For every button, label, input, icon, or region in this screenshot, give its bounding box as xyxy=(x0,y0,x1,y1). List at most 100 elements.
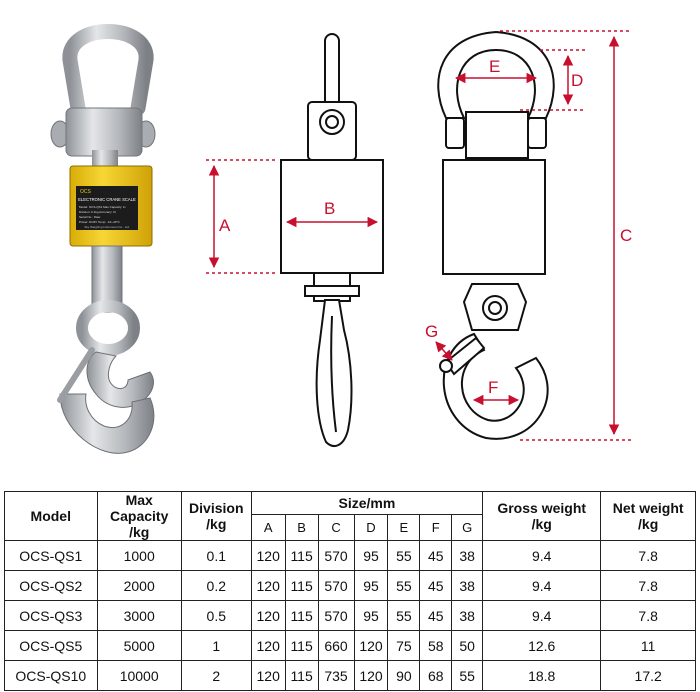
cell-gross-weight: 9.4 xyxy=(482,570,602,601)
cell-net-weight: 11 xyxy=(600,630,696,661)
cell-model: OCS-QS5 xyxy=(4,630,98,661)
cell-gross-weight: 9.4 xyxy=(482,540,602,571)
photo-hook xyxy=(86,351,154,408)
photo-label-brand: OCS xyxy=(80,189,92,195)
cell-size-e: 55 xyxy=(387,600,421,631)
cell-size-b: 115 xyxy=(284,660,319,691)
cell-size-c: 570 xyxy=(317,570,355,601)
header-gross-weight: Gross weight /kg xyxy=(482,491,602,541)
cell-gross-weight: 18.8 xyxy=(482,660,602,691)
cell-net-weight: 7.8 xyxy=(600,540,696,571)
table-row: OCS-QS3 3000 0.5 120 115 570 95 55 45 38… xyxy=(4,600,696,631)
cell-size-d: 95 xyxy=(353,570,389,601)
cell-division: 0.5 xyxy=(180,600,252,631)
dim-a-label: A xyxy=(219,216,231,235)
cell-size-g: 38 xyxy=(451,570,484,601)
cell-size-b: 115 xyxy=(284,600,319,631)
dim-g-label: G xyxy=(425,322,438,341)
side-shackle-bar xyxy=(324,33,340,113)
front-body xyxy=(442,159,546,275)
photo-label-title: ELECTRONIC CRANE SCALE xyxy=(78,197,136,202)
header-size-d: D xyxy=(353,514,389,541)
header-size-c: C xyxy=(317,514,355,541)
header-model: Model xyxy=(4,491,98,541)
side-hook xyxy=(315,299,353,447)
cell-size-f: 45 xyxy=(419,570,453,601)
front-swivel xyxy=(465,111,529,159)
cell-size-e: 90 xyxy=(387,660,421,691)
cell-size-d: 95 xyxy=(353,540,389,571)
photo-neck xyxy=(92,150,118,168)
dim-d-label: D xyxy=(571,71,583,90)
cell-model: OCS-QS2 xyxy=(4,570,98,601)
header-max-capacity: Max Capacity /kg xyxy=(96,491,182,541)
table-row: OCS-QS10 10000 2 120 115 735 120 90 68 5… xyxy=(4,660,696,691)
dim-e-label: E xyxy=(489,57,500,76)
front-shackle-pin-right xyxy=(527,117,547,149)
cell-size-f: 45 xyxy=(419,540,453,571)
cell-size-a: 120 xyxy=(250,630,286,661)
cell-net-weight: 17.2 xyxy=(600,660,696,691)
cell-size-g: 38 xyxy=(451,600,484,631)
header-size-a: A xyxy=(250,514,286,541)
crane-scale-figure: OCS ELECTRONIC CRANE SCALE Model: OCS-QS… xyxy=(50,24,632,454)
cell-net-weight: 7.8 xyxy=(600,600,696,631)
cell-size-c: 570 xyxy=(317,600,355,631)
cell-capacity: 2000 xyxy=(96,570,182,601)
cell-size-d: 120 xyxy=(353,660,389,691)
cell-size-g: 38 xyxy=(451,540,484,571)
photo-shackle xyxy=(62,24,154,116)
cell-size-a: 120 xyxy=(250,600,286,631)
cell-division: 0.1 xyxy=(180,540,252,571)
photo-hook-tip xyxy=(59,393,155,454)
header-division: Division /kg xyxy=(180,491,252,541)
table-row: OCS-QS1 1000 0.1 120 115 570 95 55 45 38… xyxy=(4,540,696,571)
cell-gross-weight: 9.4 xyxy=(482,600,602,631)
cell-size-e: 55 xyxy=(387,570,421,601)
spec-table: Model Max Capacity /kg Division /kg Size… xyxy=(4,491,696,691)
cell-capacity: 1000 xyxy=(96,540,182,571)
cell-division: 0.2 xyxy=(180,570,252,601)
cell-model: OCS-QS3 xyxy=(4,600,98,631)
cell-size-b: 115 xyxy=(284,630,319,661)
photo-hook-eye xyxy=(76,300,140,356)
side-swivel-pin-inner xyxy=(325,115,339,129)
cell-size-g: 50 xyxy=(451,630,484,661)
cell-division: 1 xyxy=(180,630,252,661)
cell-gross-weight: 12.6 xyxy=(482,630,602,661)
cell-capacity: 5000 xyxy=(96,630,182,661)
cell-size-a: 120 xyxy=(250,540,286,571)
dimension-labels: A B C D E F G xyxy=(219,57,632,397)
dim-g-line xyxy=(435,341,453,361)
cell-size-f: 45 xyxy=(419,600,453,631)
header-net-weight: Net weight /kg xyxy=(600,491,696,541)
cell-size-f: 58 xyxy=(419,630,453,661)
side-body xyxy=(280,159,384,274)
cell-size-c: 660 xyxy=(317,630,355,661)
cell-size-d: 95 xyxy=(353,600,389,631)
dimension-lines xyxy=(206,30,632,441)
front-view-drawing xyxy=(437,30,555,440)
front-shackle-pin-left xyxy=(445,117,465,149)
photo-label-line-2: Division: 0.1kg Accuracy: III xyxy=(79,210,116,214)
table-row: OCS-QS2 2000 0.2 120 115 570 95 55 45 38… xyxy=(4,570,696,601)
cell-net-weight: 7.8 xyxy=(600,570,696,601)
cell-size-a: 120 xyxy=(250,660,286,691)
photo-label-plate xyxy=(76,186,138,230)
dim-c-label: C xyxy=(620,226,632,245)
cell-size-e: 55 xyxy=(387,540,421,571)
dim-f-label: F xyxy=(488,378,498,397)
cell-capacity: 3000 xyxy=(96,600,182,631)
cell-size-g: 55 xyxy=(451,660,484,691)
side-view-drawing xyxy=(280,33,384,447)
dim-b-label: B xyxy=(324,199,335,218)
cell-division: 2 xyxy=(180,660,252,691)
photo-label-line-3: Serial No.: Date: xyxy=(79,215,101,219)
cell-size-f: 68 xyxy=(419,660,453,691)
table-header-row: Model Max Capacity /kg Division /kg Size… xyxy=(4,491,696,541)
cell-size-b: 115 xyxy=(284,570,319,601)
cell-size-e: 75 xyxy=(387,630,421,661)
cell-size-c: 735 xyxy=(317,660,355,691)
header-size: Size/mm xyxy=(250,491,484,515)
photo-swivel xyxy=(65,107,143,157)
